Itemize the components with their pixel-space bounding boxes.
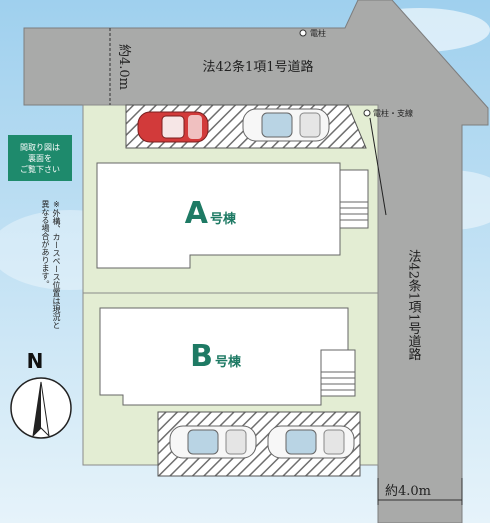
disclaimer-note: ※外構、カースペース位置は現況と異なる場合があります。	[41, 200, 61, 329]
notice-line: ご覧下さい	[20, 164, 60, 174]
building-b-steps	[321, 371, 355, 391]
building-b-suffix: 号棟	[215, 354, 242, 370]
building-a-suffix: 号棟	[210, 211, 237, 227]
building-a-steps	[340, 201, 368, 221]
road-right-width: 約4.0m	[385, 484, 431, 499]
compass-label: N	[27, 349, 44, 373]
pole-top-label: 電柱	[310, 28, 326, 38]
building-b	[99, 307, 349, 406]
compass-icon	[10, 377, 72, 439]
lot	[82, 104, 379, 466]
building-a-porch	[339, 169, 369, 229]
pole-top-icon	[299, 29, 307, 37]
road-right-label: 法42条1項1号道路	[406, 249, 422, 361]
pole-corner-label: 電柱・支線	[373, 108, 413, 118]
floorplan-notice: 間取り図は 裏面を ご覧下さい	[8, 135, 72, 181]
car-red	[137, 111, 209, 143]
car-white-top	[242, 108, 330, 142]
road-top-label: 法42条1項1号道路	[202, 59, 313, 75]
guy-wire	[369, 117, 387, 216]
building-b-letter: B	[190, 339, 213, 374]
building-b-porch	[320, 349, 356, 397]
road-top-width: 約4.0m	[116, 44, 131, 90]
building-a-letter: A	[185, 196, 209, 231]
car-bottom-right	[267, 425, 355, 459]
car-bottom-left	[169, 425, 257, 459]
building-a	[96, 162, 341, 269]
notice-line: 間取り図は	[20, 142, 60, 152]
notice-line: 裏面を	[28, 153, 52, 163]
pole-corner-icon	[363, 109, 371, 117]
